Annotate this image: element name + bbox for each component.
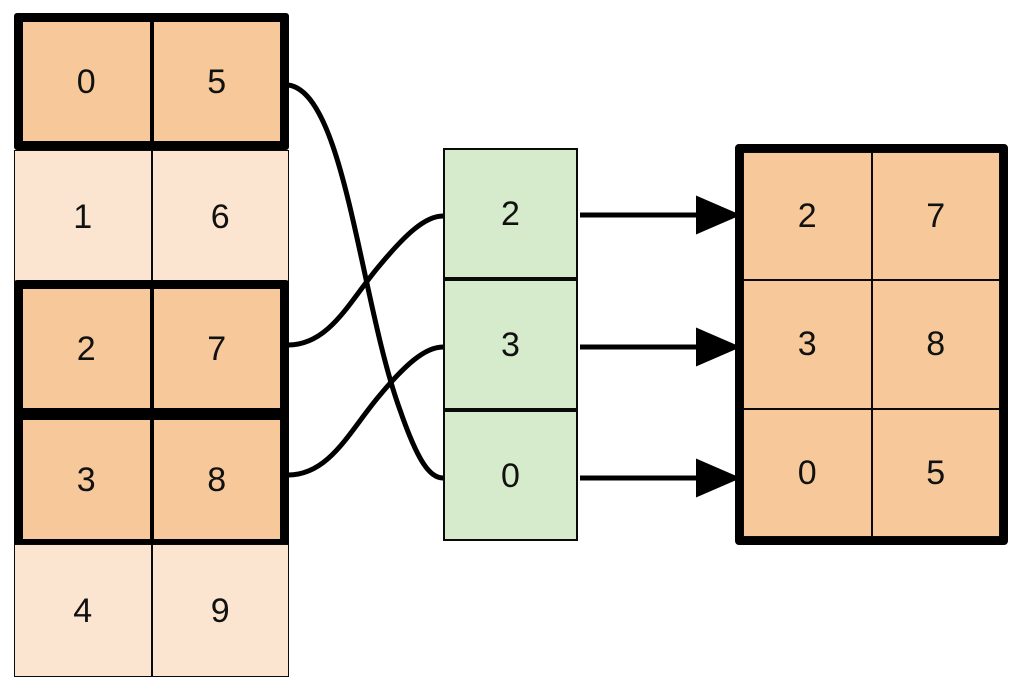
index-value-2: 0 <box>443 410 578 541</box>
result-row-2[interactable]: 0 5 <box>743 408 1000 537</box>
curve-row0-to-index2 <box>287 82 444 481</box>
source-cell-4-0: 4 <box>14 544 152 677</box>
source-cell-0-1: 5 <box>151 20 282 143</box>
result-row-0[interactable]: 2 7 <box>743 152 1000 281</box>
source-table: 0 5 1 6 2 7 3 8 4 9 <box>14 13 289 677</box>
curve-row2-to-index0 <box>287 213 444 348</box>
source-row-4[interactable]: 4 9 <box>14 544 289 677</box>
source-row-0[interactable]: 0 5 <box>14 13 289 150</box>
source-cell-4-1: 9 <box>151 544 289 677</box>
index-value-0: 2 <box>443 148 578 279</box>
source-cell-3-0: 3 <box>21 418 152 541</box>
curve-row3-to-index1 <box>287 344 444 478</box>
index-cell-2[interactable]: 0 <box>443 410 578 541</box>
result-row-1[interactable]: 3 8 <box>743 280 1000 409</box>
source-row-3[interactable]: 3 8 <box>14 411 289 548</box>
index-cell-1[interactable]: 3 <box>443 279 578 410</box>
source-row-2[interactable]: 2 7 <box>14 280 289 417</box>
source-cell-3-1: 8 <box>151 418 282 541</box>
source-row-1[interactable]: 1 6 <box>14 150 289 283</box>
result-cell-1-0: 3 <box>743 280 872 409</box>
source-cell-1-0: 1 <box>14 150 152 283</box>
index-column: 2 3 0 <box>443 148 578 541</box>
index-value-1: 3 <box>443 279 578 410</box>
result-cell-2-1: 5 <box>871 408 1000 537</box>
source-cell-2-0: 2 <box>21 287 152 410</box>
result-cell-0-1: 7 <box>871 152 1000 281</box>
source-cell-2-1: 7 <box>151 287 282 410</box>
result-cell-0-0: 2 <box>743 152 872 281</box>
result-table: 2 7 3 8 0 5 <box>735 144 1008 545</box>
result-cell-2-0: 0 <box>743 408 872 537</box>
source-cell-1-1: 6 <box>151 150 289 283</box>
source-cell-0-0: 0 <box>21 20 152 143</box>
result-table-body: 2 7 3 8 0 5 <box>743 152 1000 537</box>
index-cell-0[interactable]: 2 <box>443 148 578 279</box>
result-cell-1-1: 8 <box>871 280 1000 409</box>
